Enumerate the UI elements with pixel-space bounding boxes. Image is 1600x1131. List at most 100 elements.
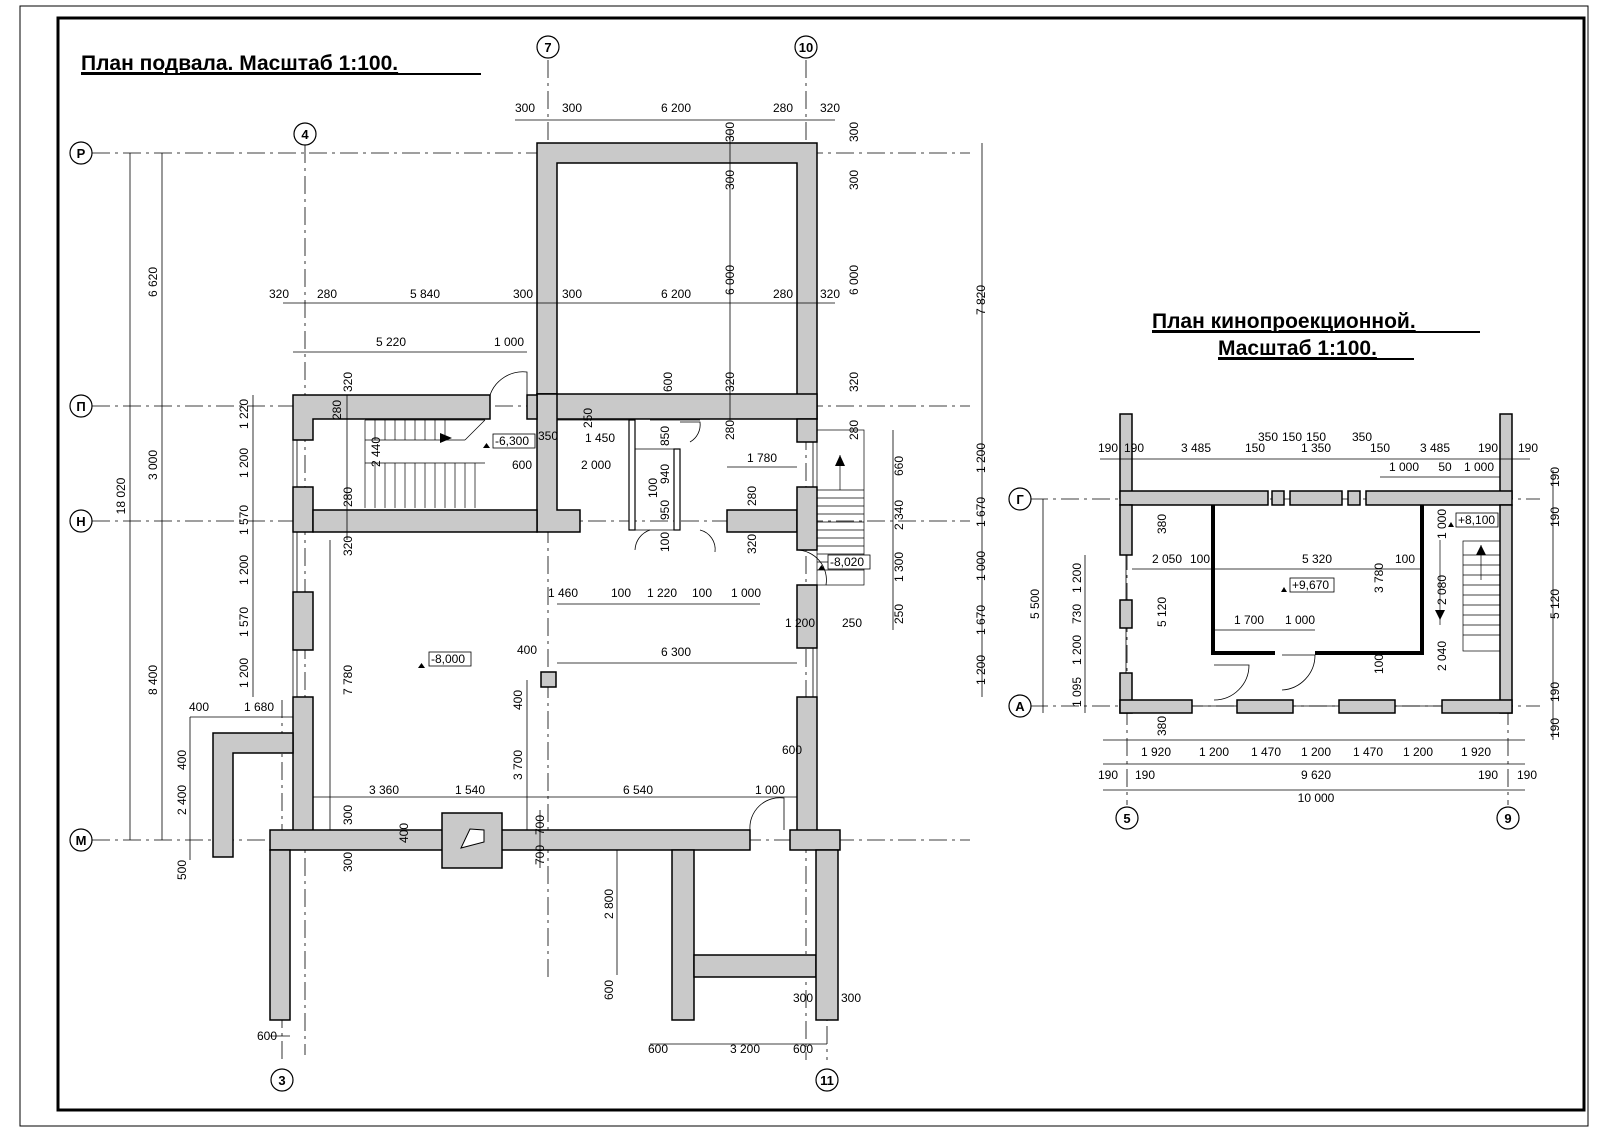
basement-dim-left-overall: 6 620 3 000 8 400 18 020 [114,267,160,695]
svg-text:300: 300 [562,101,582,115]
svg-text:1 220: 1 220 [647,586,677,600]
basement-dim-stair-inner: 320 280 2 440 280 320 7 780 [330,372,383,695]
svg-text:300: 300 [513,287,533,301]
svg-text:5 500: 5 500 [1028,589,1042,619]
svg-text:190: 190 [1548,718,1562,738]
svg-text:1 220: 1 220 [237,399,251,429]
svg-text:190: 190 [1478,768,1498,782]
axis-bubble-9: 9 [1496,806,1520,830]
svg-text:400: 400 [511,690,525,710]
svg-text:250: 250 [892,604,906,624]
basement-window-lines [292,440,818,697]
svg-text:350: 350 [538,429,558,443]
projection-dimension-lines [1042,458,1554,791]
basement-dim-vertical-inner: 300 300 6 000 320 280 600 [661,122,737,440]
axis-bubble-P: П [69,394,93,418]
svg-text:3 360: 3 360 [369,783,399,797]
basement-dim-row-1460: 1 460 100 1 220 100 1 000 [548,586,761,600]
projection-dim-inner: 2 050 100 5 320 100 3 780 2 080 2 040 10… [1152,509,1449,736]
svg-text:7: 7 [544,40,551,55]
svg-text:300: 300 [515,101,535,115]
svg-text:-8,020: -8,020 [830,555,864,569]
svg-text:600: 600 [512,458,532,472]
axis-bubble-11: 11 [815,1068,839,1092]
svg-text:300: 300 [847,122,861,142]
level-marker-room: +9,670 [1281,577,1335,593]
svg-text:2 040: 2 040 [1435,641,1449,671]
svg-text:100: 100 [1190,552,1210,566]
svg-text:600: 600 [793,1042,813,1056]
svg-text:11: 11 [820,1073,834,1088]
axis-bubble-A: А [1008,694,1032,718]
svg-text:190: 190 [1135,768,1155,782]
svg-text:660: 660 [892,456,906,476]
svg-text:1 200: 1 200 [1301,745,1331,759]
projection-title-2: Масштаб 1:100. [1218,337,1377,360]
axis-bubble-7: 7 [536,35,560,59]
basement-walls [212,142,841,1021]
svg-text:100: 100 [1372,654,1386,674]
svg-text:300: 300 [847,170,861,190]
svg-text:280: 280 [317,287,337,301]
axis-bubble-M: М [69,828,93,852]
svg-text:2 080: 2 080 [1435,575,1449,605]
svg-text:1 350: 1 350 [1301,441,1331,455]
svg-text:1 200: 1 200 [974,443,988,473]
projection-dim-total: 10 000 [1298,791,1335,805]
svg-text:350: 350 [1258,430,1278,444]
svg-text:3 485: 3 485 [1420,441,1450,455]
svg-text:5: 5 [1123,811,1130,826]
svg-text:1 470: 1 470 [1251,745,1281,759]
svg-text:6 200: 6 200 [661,101,691,115]
svg-text:300: 300 [723,170,737,190]
svg-text:1 200: 1 200 [1199,745,1229,759]
svg-text:850: 850 [658,426,672,446]
projection-stair [1435,540,1501,652]
svg-text:1 470: 1 470 [1353,745,1383,759]
svg-text:380: 380 [1155,716,1169,736]
svg-text:100: 100 [646,478,660,498]
axis-bubble-10: 10 [794,35,818,59]
svg-text:1 920: 1 920 [1141,745,1171,759]
svg-text:280: 280 [341,487,355,507]
svg-text:5 120: 5 120 [1548,589,1562,619]
axis-bubble-3: 3 [270,1068,294,1092]
svg-text:+8,100: +8,100 [1458,513,1495,527]
svg-text:1 200: 1 200 [237,555,251,585]
svg-text:1 000: 1 000 [1435,509,1449,539]
svg-text:320: 320 [269,287,289,301]
svg-text:320: 320 [341,536,355,556]
svg-text:320: 320 [745,534,759,554]
svg-text:6 000: 6 000 [847,265,861,295]
level-marker-exit: -8,020 [818,554,871,570]
svg-text:1 000: 1 000 [731,586,761,600]
svg-text:320: 320 [723,372,737,392]
basement-dim-vertical-right: 300 300 6 000 320 280 [847,122,861,440]
svg-text:300: 300 [723,122,737,142]
svg-text:5 120: 5 120 [1155,597,1169,627]
basement-doors [489,371,827,831]
svg-text:600: 600 [602,980,616,1000]
svg-text:2 800: 2 800 [602,889,616,919]
svg-text:Г: Г [1016,492,1024,507]
svg-text:280: 280 [723,420,737,440]
svg-text:1 200: 1 200 [237,448,251,478]
projection-dim-right: 190 190 5 120 190 190 [1548,467,1562,738]
level-marker-stair-top: +8,100 [1448,512,1499,528]
svg-text:1 670: 1 670 [974,605,988,635]
svg-text:Р: Р [77,146,86,161]
projection-dim-bottom-row1: 1 920 1 200 1 470 1 200 1 470 1 200 1 92… [1141,745,1491,759]
svg-text:18 020: 18 020 [114,477,128,514]
svg-text:700: 700 [533,845,547,865]
svg-text:300: 300 [341,852,355,872]
axis-bubble-R: Р [69,141,93,165]
svg-text:1 570: 1 570 [237,505,251,535]
svg-text:100: 100 [1395,552,1415,566]
svg-text:190: 190 [1548,507,1562,527]
svg-text:190: 190 [1098,441,1118,455]
level-marker-hall: -8,000 [418,651,472,668]
basement-dim-misc: 1 200 250 400 6 300 400 3 700 600 1 000 … [341,616,862,872]
svg-text:320: 320 [820,101,840,115]
svg-text:280: 280 [773,101,793,115]
svg-text:940: 940 [658,464,672,484]
